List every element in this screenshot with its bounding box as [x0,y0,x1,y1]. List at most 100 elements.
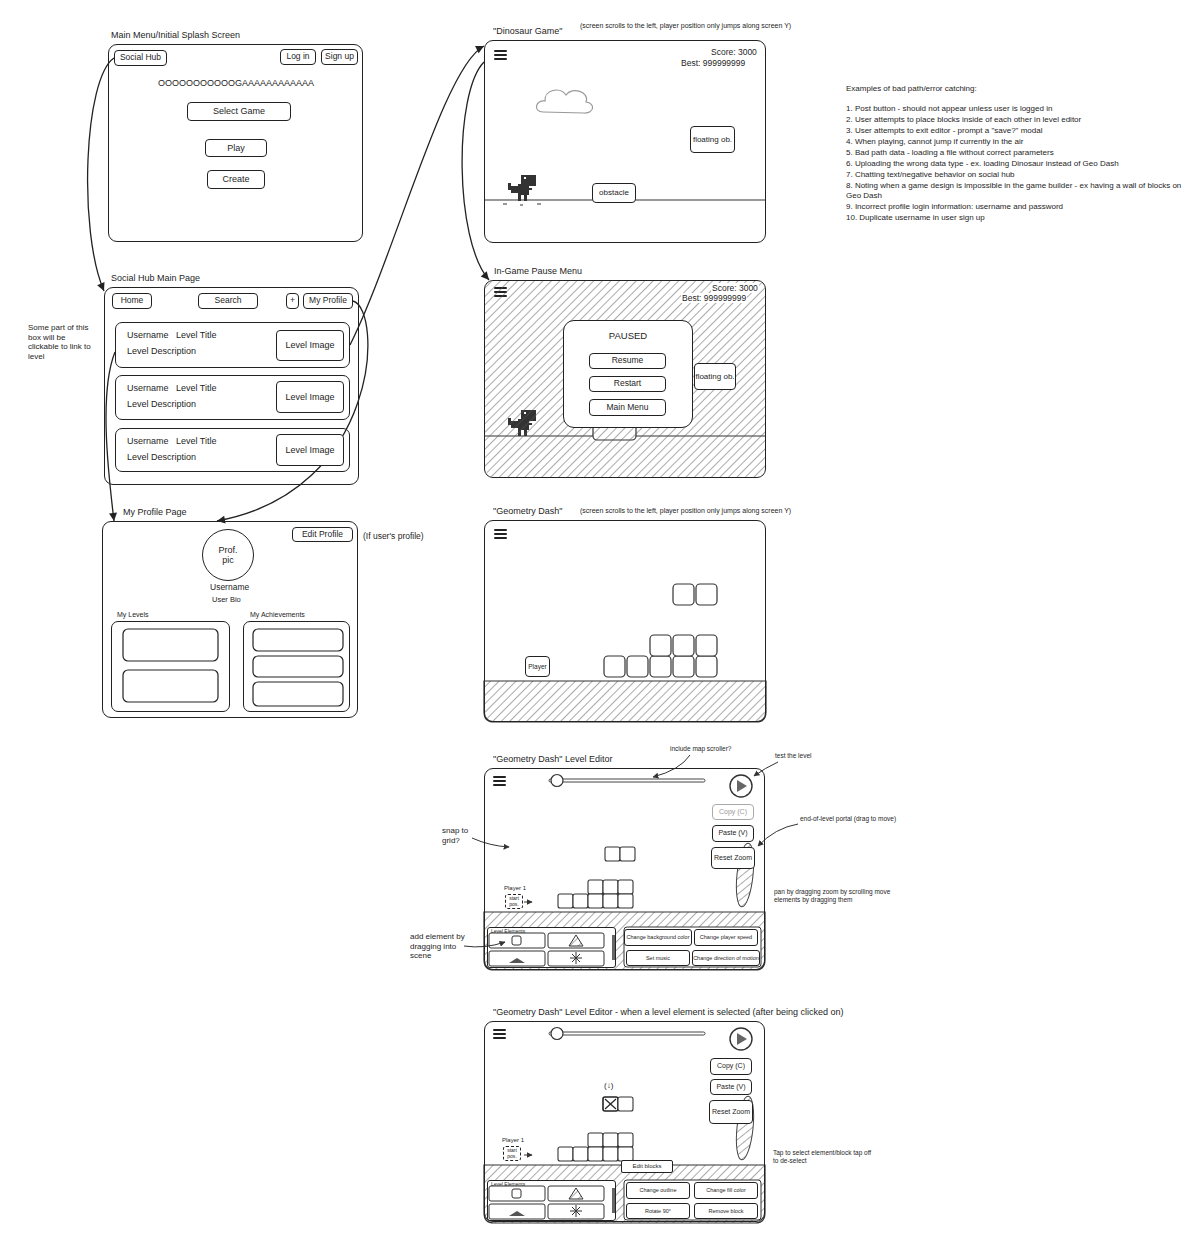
node-text: Edit Profile [302,530,343,540]
annotation-text: Score: 3000 [711,283,759,293]
node-text: Change background color [627,934,690,940]
profile-list-slots [123,670,218,702]
node-text: Paste (V) [716,1083,745,1091]
button-box: My Profile [303,293,353,309]
screen-frame: "Geometry Dash"Player [484,520,766,722]
dinosaur-game-scene [537,204,541,205]
node-text: Set music [646,955,670,961]
annotation-text: Best: 999999999 [681,293,747,303]
notes-list: Examples of bad path/error catching:1. P… [846,84,1191,224]
level-card: UsernameLevel TitleLevel DescriptionLeve… [115,428,350,472]
flow-connector [88,58,114,291]
button-box: floating ob. [690,126,735,153]
node-text: Copy (C) [719,808,747,816]
node-text: Level Title [176,330,217,340]
node-text: In-Game Pause Menu [494,266,582,276]
button-box: Level Image [276,330,344,361]
annotation-text: Best: 999999999 [681,58,745,68]
node-text: Level Image [285,445,334,455]
node-text: "Geometry Dash" Level Editor [493,754,612,764]
flow-connector [217,301,368,521]
editor-action-button: Change fill color [694,1182,758,1199]
annotation-text: end-of-level portal (drag to move) [800,815,896,823]
start-position-marker: Player 1start pos. [503,1146,521,1161]
node-text: Log in [286,52,309,62]
editor-action-button: Change direction of motion [692,950,760,966]
node-text: Select Game [213,106,265,116]
dinosaur-game-scene [503,204,507,205]
node-text: My Levels [117,611,149,619]
geometry-dash-scene [696,584,717,605]
button-box: Copy (C) [712,804,754,820]
button-box: Create [207,170,265,189]
screen-frame: My Profile PageEdit ProfileProf. picMy L… [102,521,358,718]
level-card: UsernameLevel TitleLevel DescriptionLeve… [115,322,350,368]
button-box: Reset Zoom [711,847,755,869]
level-editor-selected-scene [605,1099,616,1109]
node-text: Reset Zoom [712,1108,750,1116]
node-text: Player [528,663,546,670]
level-card: UsernameLevel TitleLevel DescriptionLeve… [115,375,350,420]
level-editor-scene [484,775,765,971]
node-text: Reset Zoom [714,854,752,862]
cloud [536,90,592,113]
profile-list-slots [123,629,343,706]
annotation-text: add element by dragging into scene [410,932,468,961]
geometry-dash-scene [673,584,694,605]
node-text: My Profile Page [123,507,187,517]
button-box: Home [112,293,152,309]
geometry-dash-scene [604,584,717,677]
button-box: obstacle [592,183,636,203]
button-box: Edit Profile [292,527,353,542]
node-text: Level Description [127,399,196,409]
geometry-dash-scene [484,530,766,722]
annotation-leader [758,824,798,846]
annotation-text: Tap to select element/block tap off to d… [773,1149,873,1165]
node-text: Level Image [285,340,334,350]
geometry-dash-scene [696,656,717,677]
annotation-text: (screen scrolls to the left, player posi… [580,22,791,30]
node-text: "Geometry Dash" [493,506,562,516]
level-editor-scene [620,847,635,861]
editor-action-button: Rotate 90° [626,1203,690,1219]
node-text: Player 1 [502,1137,524,1144]
annotation-text: User Bio [212,595,241,604]
node-text: Play [227,143,245,153]
node-text: Change outline [639,1187,676,1193]
button-box: Paste (V) [710,1079,752,1095]
screen-frame: "Geometry Dash" Level EditorCopy (C)Past… [484,768,765,970]
node-text: Home [121,296,144,306]
button-box: Sign up [321,49,358,65]
button-box: Log in [280,49,316,65]
level-editor-selected-scene [618,1097,633,1111]
screen-frame: Social Hub Main PageHomeSearch+My Profil… [104,287,359,485]
arrowhead [109,513,117,521]
annotation-leader [464,755,798,947]
annotation-text: include map scroller? [670,745,731,753]
geometry-dash-scene [627,656,648,677]
button-box: Copy (C) [710,1058,752,1075]
button-box: Play [205,139,267,157]
profile-picture-circle: Prof. pic [202,529,254,581]
geometry-dash-scene [673,635,694,656]
geometry-dash-scene [604,656,625,677]
node-text: Level Description [127,452,196,462]
editor-action-button: Change outline [626,1182,690,1199]
annotation-text: (If user's profile) [363,531,424,541]
pause-modal: PAUSEDResumeRestartMain Menu [563,320,693,428]
node-text: Username [127,383,169,393]
node-text: Level Title [176,383,217,393]
dinosaur-game-scene [503,204,541,205]
annotation-text: Username [210,582,249,592]
button-box: Select Game [187,102,291,121]
node-text: Main Menu/Initial Splash Screen [111,30,240,40]
node-text: Resume [612,356,644,366]
node-text: obstacle [599,188,629,197]
annotation-text: 7. Chatting text/negative behavior on so… [846,170,1191,180]
node-text: Create [222,174,249,184]
start-position-marker: Player 1start pos. [505,894,523,909]
node-text: Restart [614,379,641,389]
node-text: Level Title [176,436,217,446]
